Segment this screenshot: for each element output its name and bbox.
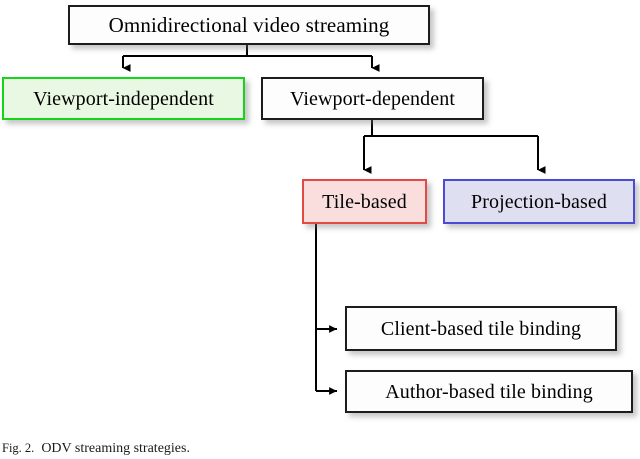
node-author-based-tile-binding[interactable]: Author-based tile binding [345,370,633,413]
node-viewport-dependent[interactable]: Viewport-dependent [261,77,484,120]
node-label-root: Omnidirectional video streaming [108,12,390,37]
node-viewport-independent[interactable]: Viewport-independent [2,77,245,120]
figure-caption-prefix: Fig. 2. [2,441,35,455]
node-omnidirectional-video-streaming[interactable]: Omnidirectional video streaming [68,5,430,45]
node-label-viewport-dependent: Viewport-dependent [290,87,455,110]
figure-caption: Fig. 2. ODV streaming strategies. [2,441,638,457]
node-label-client-based-tile-binding: Client-based tile binding [380,317,582,340]
figure-caption-text: ODV streaming strategies. [41,441,190,456]
edge-tile-based-to-children [315,224,338,395]
node-label-author-based-tile-binding: Author-based tile binding [385,380,593,403]
node-label-tile-based: Tile-based [322,190,407,213]
node-label-projection-based: Projection-based [470,190,607,213]
node-projection-based[interactable]: Projection-based [443,179,635,224]
node-label-viewport-independent: Viewport-independent [33,87,214,110]
edge-root-to-children [122,45,380,72]
node-client-based-tile-binding[interactable]: Client-based tile binding [345,306,617,351]
edge-viewport-dependent-to-children [363,120,546,174]
node-tile-based[interactable]: Tile-based [302,179,427,224]
